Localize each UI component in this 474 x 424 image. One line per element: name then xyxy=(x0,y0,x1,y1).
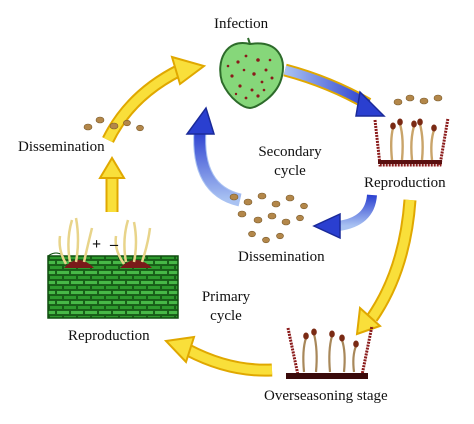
overseasoning-illustration xyxy=(286,325,374,379)
label-dissemination-left: Dissemination xyxy=(18,139,105,155)
arrow-reproduction-to-dissemination-center xyxy=(312,194,377,240)
arrow-overseasoning-to-reproduction-left xyxy=(163,335,273,377)
label-infection: Infection xyxy=(214,16,269,32)
label-reproduction-left: Reproduction xyxy=(68,328,150,344)
mating-type-plus: + xyxy=(92,236,102,253)
arrow-dissemination-to-infection xyxy=(102,55,207,143)
reproduction-left-illustration xyxy=(47,217,179,319)
reproduction-right-illustration xyxy=(373,117,450,167)
arrow-reproduction-to-dissemination-left xyxy=(98,156,126,212)
label-secondary-cycle-line1: Secondary xyxy=(258,144,322,160)
mating-type-minus: – xyxy=(110,236,118,253)
label-secondary-cycle-line2: cycle xyxy=(274,163,306,179)
label-primary-cycle-line1: Primary xyxy=(201,289,251,305)
label-dissemination-center: Dissemination xyxy=(238,249,325,265)
label-overseasoning-stage: Overseasoning stage xyxy=(264,388,388,404)
arrow-dissemination-to-infection-secondary xyxy=(185,106,242,207)
spores-left xyxy=(83,116,144,132)
label-primary-cycle-line2: cycle xyxy=(210,308,242,324)
infected-leaf xyxy=(219,37,284,110)
label-reproduction-right: Reproduction xyxy=(364,175,446,191)
arrow-reproduction-to-overseasoning xyxy=(355,199,417,336)
spores-top-right xyxy=(393,94,443,106)
spores-center xyxy=(229,192,308,244)
arrow-infection-to-reproduction xyxy=(283,63,386,117)
